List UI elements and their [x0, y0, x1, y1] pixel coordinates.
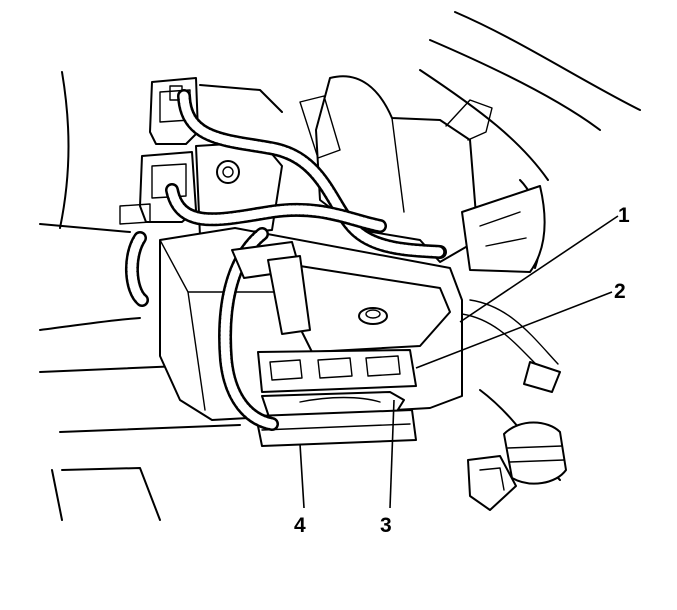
callout-leaders — [299, 215, 619, 509]
steering-column-housing — [299, 75, 546, 273]
module-bracket — [255, 409, 417, 447]
callout-2: 2 — [614, 280, 626, 303]
leader-2 — [415, 291, 613, 369]
ignition-switch — [467, 421, 567, 511]
leader-3 — [389, 399, 395, 509]
module-connector — [257, 349, 417, 393]
callout-4: 4 — [294, 514, 306, 537]
callout-labels: 1 2 3 4 — [294, 204, 630, 537]
callout-3: 3 — [380, 514, 392, 537]
wiring-harness — [124, 89, 447, 431]
callout-1: 1 — [618, 204, 630, 227]
shift-cable — [461, 299, 561, 393]
leader-1 — [459, 215, 619, 323]
leader-4 — [299, 443, 305, 509]
